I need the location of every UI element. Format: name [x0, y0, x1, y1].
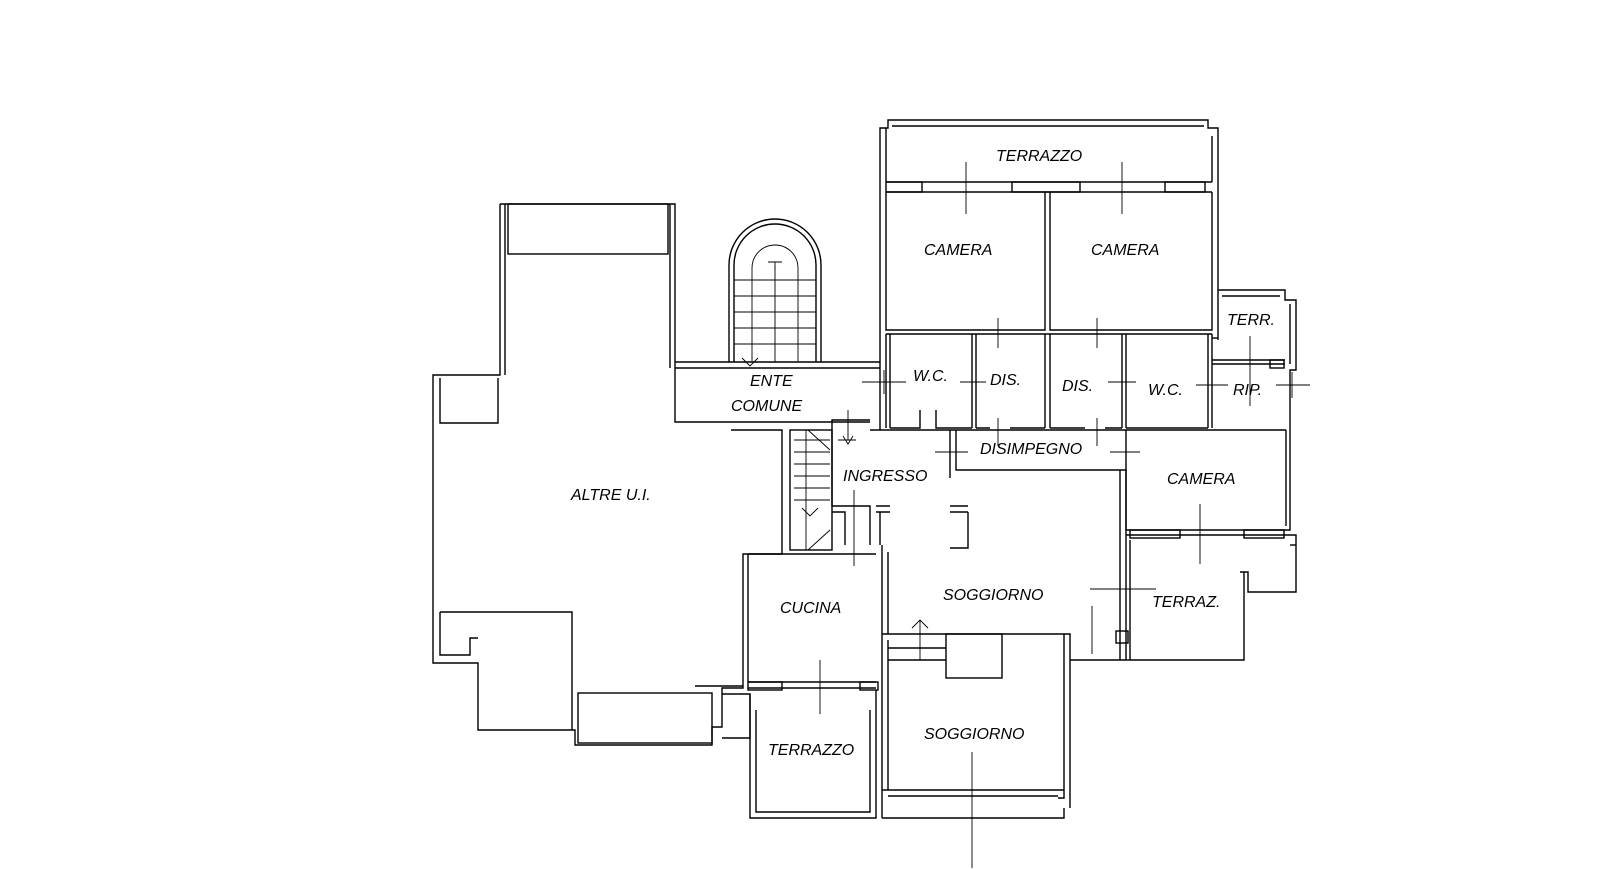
- ente-comune-corridor: [674, 361, 881, 430]
- staircase-small: [789, 410, 870, 551]
- label-ente: ENTE: [750, 373, 793, 390]
- soggiorno-cucina: [747, 545, 1126, 808]
- label-wc-1: W.C.: [913, 368, 948, 385]
- camera-rooms-top: [885, 192, 1213, 348]
- label-camera-1: CAMERA: [924, 242, 992, 259]
- camera-terraz-right: [1090, 430, 1297, 661]
- label-disimpegno: DISIMPEGNO: [980, 441, 1082, 458]
- terrazzo-soggiorno-bottom: [722, 640, 1065, 868]
- label-terrazzo-top: TERRAZZO: [996, 148, 1082, 165]
- label-terraz: TERRAZ.: [1152, 594, 1220, 611]
- label-ingresso: INGRESSO: [843, 468, 927, 485]
- label-camera-3: CAMERA: [1167, 471, 1235, 488]
- wc-dis-row: [862, 334, 1310, 446]
- label-camera-2: CAMERA: [1091, 242, 1159, 259]
- label-terr-small: TERR.: [1227, 312, 1275, 329]
- terrazzo-top: [879, 119, 1219, 362]
- label-dis-1: DIS.: [990, 372, 1021, 389]
- label-comune: COMUNE: [731, 398, 802, 415]
- staircase-top: [728, 218, 822, 367]
- label-soggiorno-2: SOGGIORNO: [924, 726, 1024, 743]
- label-soggiorno-1: SOGGIORNO: [943, 587, 1043, 604]
- terr-rip-block: [1212, 289, 1297, 430]
- label-rip: RIP.: [1233, 382, 1262, 399]
- label-dis-2: DIS.: [1062, 378, 1093, 395]
- label-cucina: CUCINA: [780, 600, 841, 617]
- label-altre-ui: ALTRE U.I.: [570, 487, 651, 504]
- label-wc-2: W.C.: [1148, 382, 1183, 399]
- label-terrazzo-bottom: TERRAZZO: [768, 742, 854, 759]
- disimpegno-ingresso: [831, 430, 1140, 660]
